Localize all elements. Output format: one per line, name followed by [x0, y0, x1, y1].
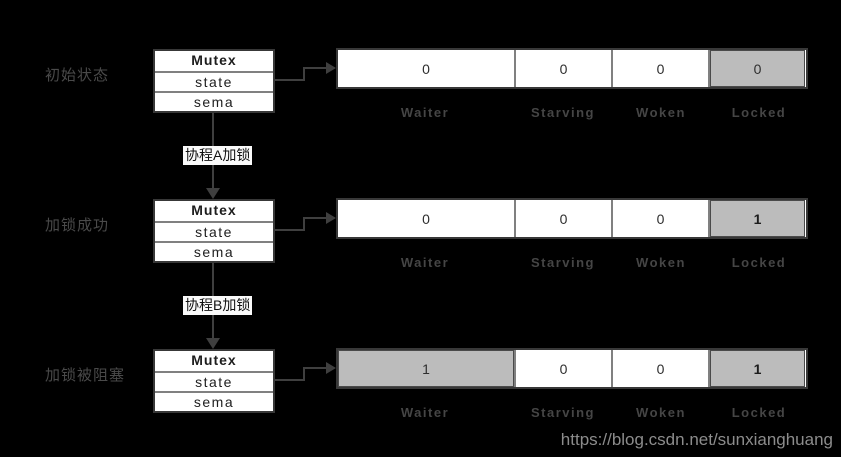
table-cell-woken: 0 — [611, 200, 708, 237]
table-cell-locked: 0 — [708, 50, 805, 87]
connector-line — [303, 217, 305, 231]
table-cell-starving: 0 — [514, 350, 611, 387]
arrowhead-right-icon — [326, 362, 336, 374]
table-cell-locked: 1 — [708, 350, 805, 387]
state-label: 加锁成功 — [45, 217, 110, 234]
table-cell-waiter: 0 — [338, 200, 514, 237]
column-label-woken: Woken — [636, 255, 686, 270]
table-cell-waiter: 1 — [338, 350, 514, 387]
mutex-box: Mutex state sema — [153, 199, 275, 263]
mutex-title: Mutex — [191, 352, 237, 368]
connector-line — [303, 367, 305, 381]
mutex-field-sema: sema — [155, 391, 273, 411]
connector-line — [275, 379, 304, 381]
table-cell-starving: 0 — [514, 200, 611, 237]
table-cell-woken: 0 — [611, 350, 708, 387]
column-labels: Waiter Starving Woken Locked — [336, 405, 808, 420]
column-label-starving: Starving — [530, 255, 595, 270]
mutex-title: Mutex — [191, 202, 237, 218]
state-row-initial: 初始状态 Mutex state sema 0 0 0 0 Waiter Sta… — [0, 0, 841, 150]
column-label-waiter: Waiter — [400, 255, 450, 270]
table-cell-woken: 0 — [611, 50, 708, 87]
mutex-field-state: state — [155, 71, 273, 91]
connector-line — [305, 217, 327, 219]
state-bits-table: 0 0 0 1 — [336, 198, 808, 239]
column-label-starving: Starving — [530, 405, 595, 420]
transition-label: 协程A加锁 — [183, 146, 253, 165]
mutex-box: Mutex state sema — [153, 49, 275, 113]
column-label-locked: Locked — [731, 105, 787, 120]
state-bits-table: 1 0 0 1 — [336, 348, 808, 389]
connector-line — [303, 67, 305, 81]
watermark-url: https://blog.csdn.net/sunxianghuang — [560, 430, 833, 449]
arrowhead-right-icon — [326, 62, 336, 74]
transition-label: 协程B加锁 — [183, 296, 253, 315]
column-label-waiter: Waiter — [400, 405, 450, 420]
column-label-waiter: Waiter — [400, 105, 450, 120]
mutex-field-state: state — [155, 371, 273, 391]
arrowhead-down-icon — [206, 338, 220, 349]
connector-line — [275, 229, 304, 231]
state-row-blocked: 加锁被阻塞 Mutex state sema 1 0 0 1 Waiter St… — [0, 300, 841, 450]
state-label: 加锁被阻塞 — [45, 367, 126, 384]
mutex-title: Mutex — [191, 52, 237, 68]
column-label-starving: Starving — [530, 105, 595, 120]
arrowhead-down-icon — [206, 188, 220, 199]
column-labels: Waiter Starving Woken Locked — [336, 105, 808, 120]
connector-line — [305, 67, 327, 69]
column-label-woken: Woken — [636, 405, 686, 420]
mutex-field-sema: sema — [155, 241, 273, 261]
state-bits-table: 0 0 0 0 — [336, 48, 808, 89]
column-label-locked: Locked — [731, 405, 787, 420]
column-label-woken: Woken — [636, 105, 686, 120]
table-cell-locked: 1 — [708, 200, 805, 237]
mutex-field-sema: sema — [155, 91, 273, 111]
table-cell-starving: 0 — [514, 50, 611, 87]
connector-line — [305, 367, 327, 369]
column-label-locked: Locked — [731, 255, 787, 270]
table-cell-waiter: 0 — [338, 50, 514, 87]
mutex-field-state: state — [155, 221, 273, 241]
state-row-locked-ok: 加锁成功 Mutex state sema 0 0 0 1 Waiter Sta… — [0, 150, 841, 300]
transition-goroutine-b: 协程B加锁 — [0, 150, 300, 349]
state-label: 初始状态 — [45, 67, 110, 84]
connector-line — [275, 79, 304, 81]
transition-goroutine-a: 协程A加锁 — [0, 0, 300, 199]
column-labels: Waiter Starving Woken Locked — [336, 255, 808, 270]
arrowhead-right-icon — [326, 212, 336, 224]
mutex-box: Mutex state sema — [153, 349, 275, 413]
